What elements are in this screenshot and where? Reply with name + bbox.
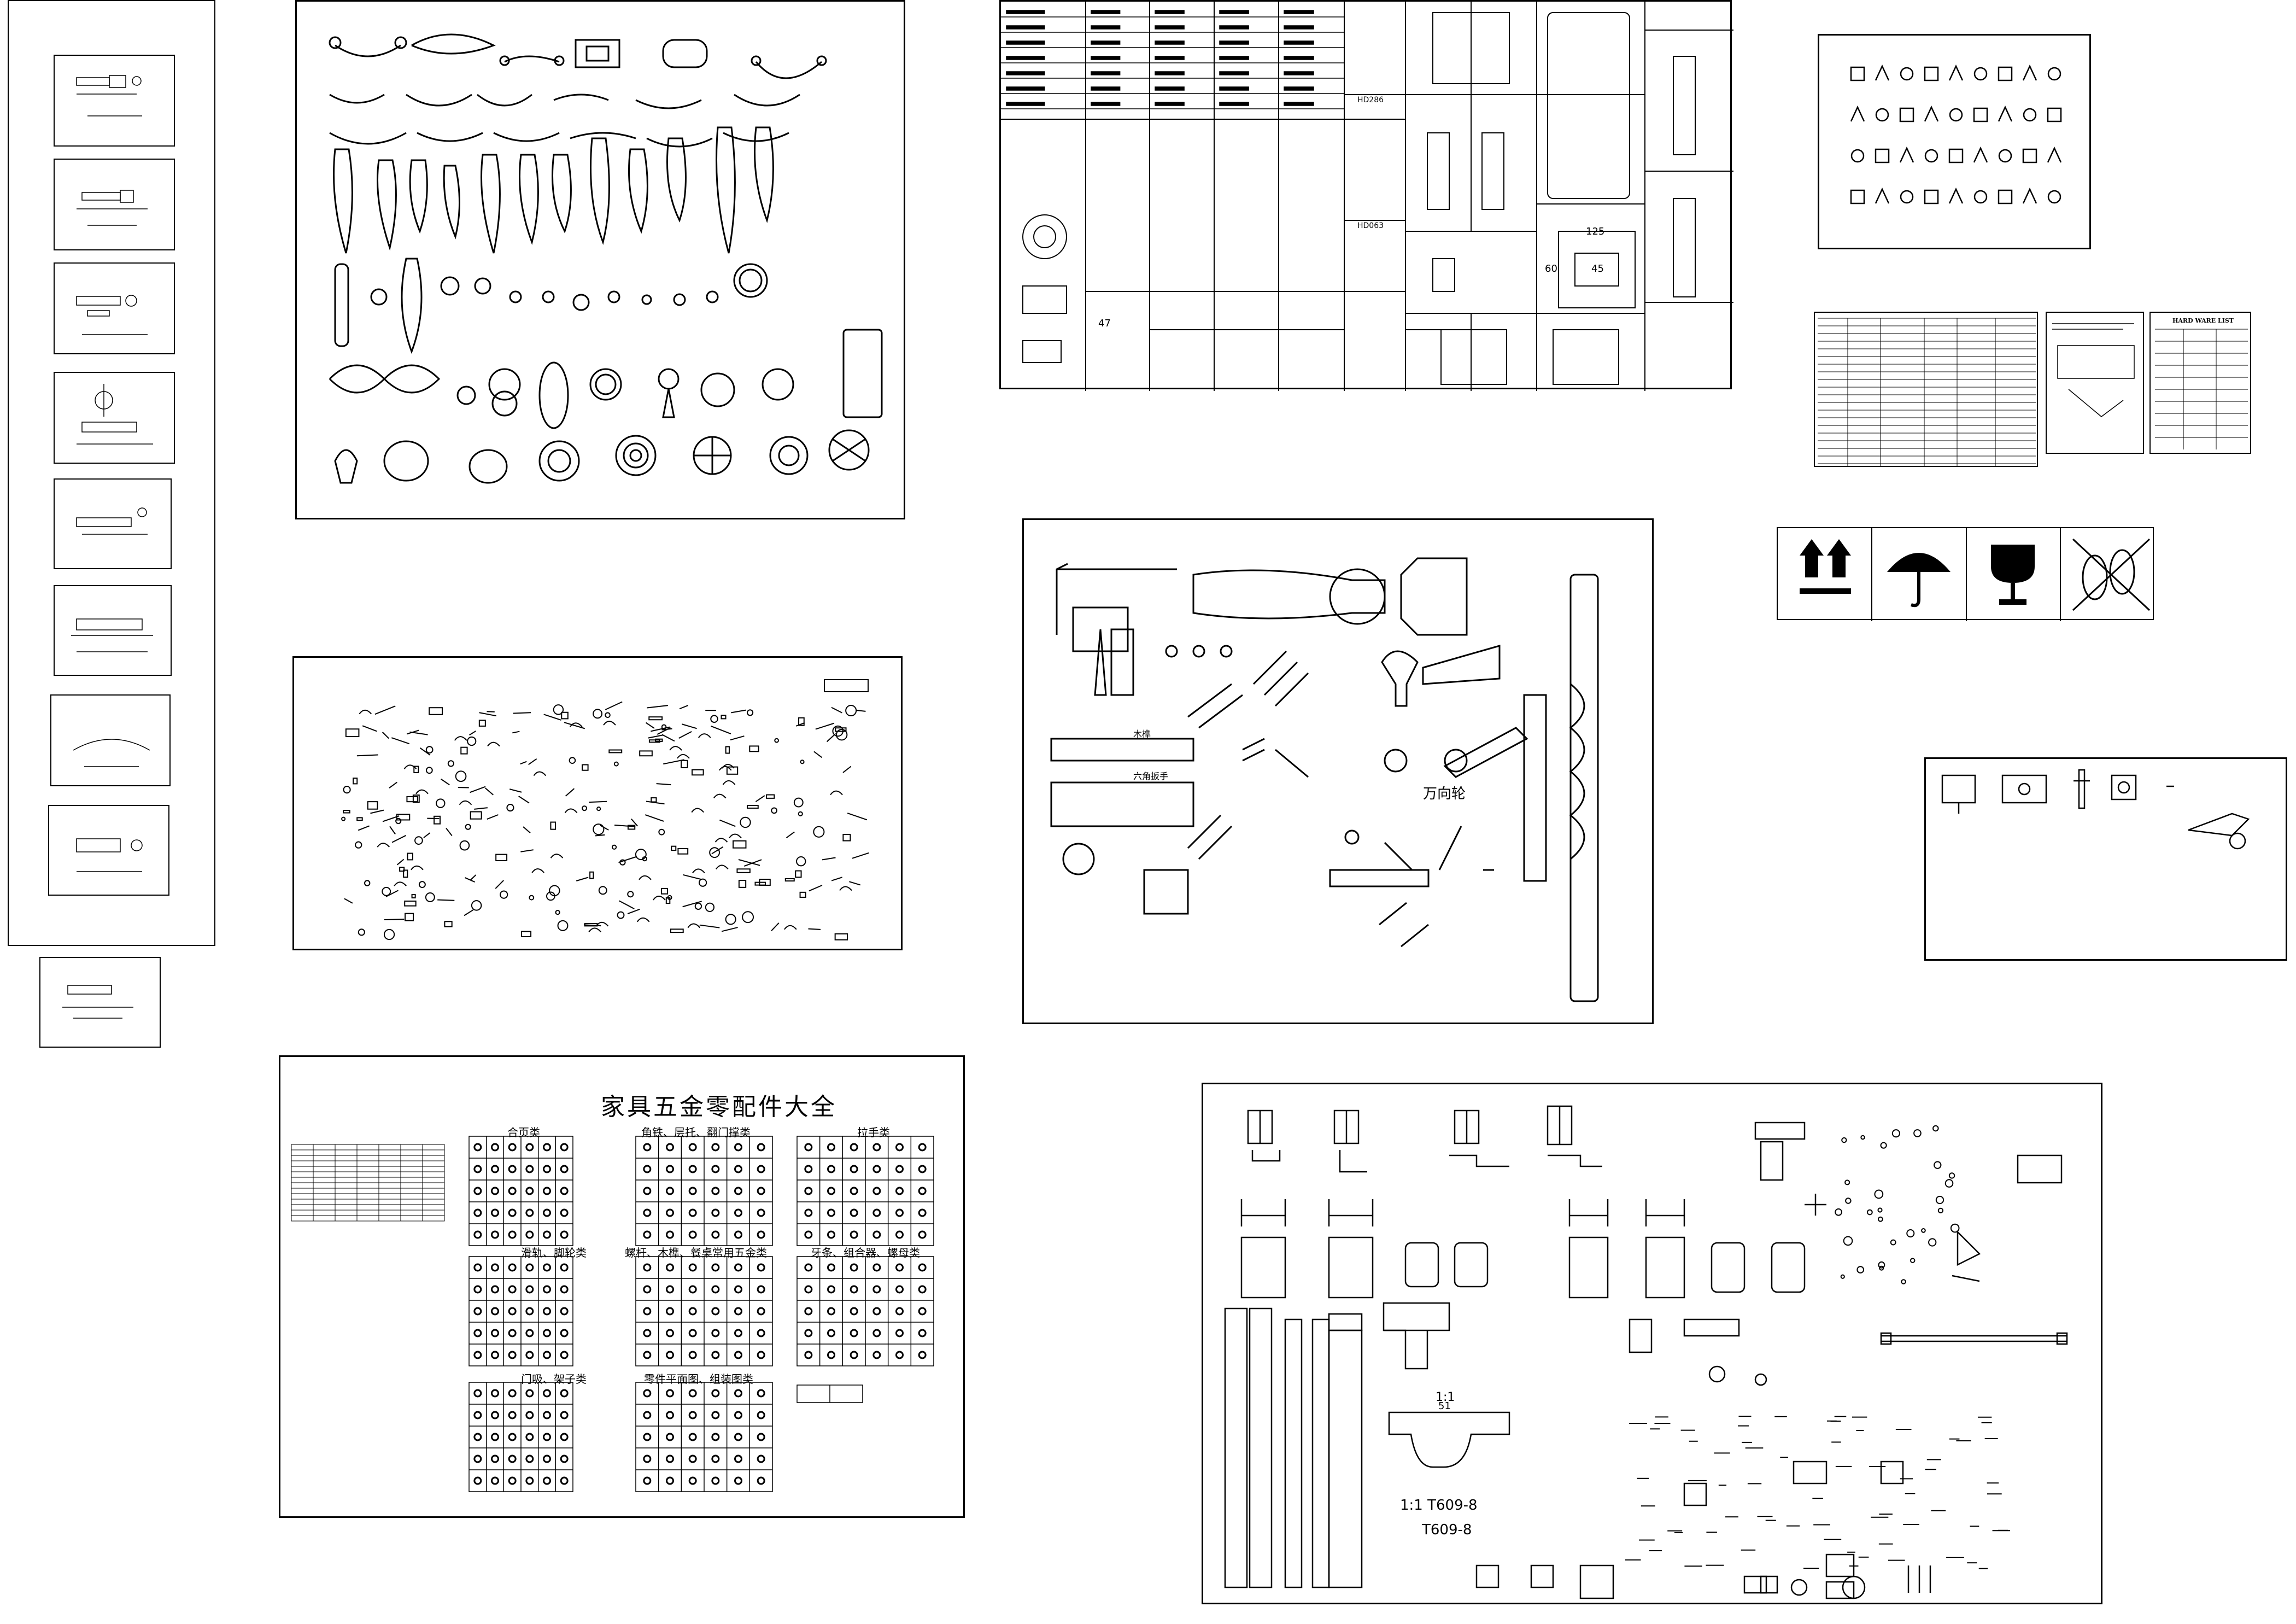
fasteners-sheet[interactable]: 万向轮 木榫 六角扳手 [1022, 518, 1654, 1024]
hardware-list-page-3[interactable]: HARD WARE LIST [2149, 312, 2251, 454]
scale-label: 1:1 [1400, 1497, 1423, 1514]
thumb-sheet-8[interactable] [48, 805, 169, 896]
category-label-slides: 滑轨、脚轮类 [521, 1246, 587, 1259]
dim-label-45: 45 [1591, 263, 1604, 274]
category-label-connectors: 牙条、组合器、螺母类 [811, 1246, 920, 1259]
do-not-step-icon [2072, 538, 2151, 611]
hardware-list-title: HARD WARE LIST [2172, 317, 2234, 324]
handles-sheet[interactable] [295, 0, 905, 519]
category-label-hinges: 合页类 [507, 1126, 540, 1139]
catalogue-sheet[interactable]: 家具五金零配件大全 合页类 角铁、层托、翻门撑类 拉手类 滑轨、脚轮类 螺杆、木… [279, 1055, 965, 1518]
hardware-list-page-1[interactable] [1814, 312, 2038, 467]
label-universal-wheel: 万向轮 [1423, 786, 1466, 802]
fittings-table-sheet[interactable]: 125 60 45 47 HD286 HD063 [999, 0, 1733, 391]
fragile-icon [1991, 545, 2035, 605]
dim-label-125: 125 [1586, 226, 1605, 237]
icons-drawing [1850, 65, 2062, 205]
handles-drawing [329, 33, 883, 484]
thumb-sheet-9[interactable] [39, 957, 161, 1048]
part-code-t609: T609-8 [1427, 1497, 1478, 1514]
thumb-sheet-3[interactable] [54, 262, 175, 354]
dim-label-scale: 1:1 [1436, 1391, 1455, 1404]
part-code-t609-scale: 1:1 T609-8 [1400, 1497, 1478, 1514]
icons-sheet[interactable] [1818, 34, 2091, 249]
hardware-list-page-2[interactable] [2046, 312, 2144, 454]
dim-label-47: 47 [1098, 318, 1111, 329]
thumb-sheet-2[interactable] [54, 159, 175, 250]
thumb-sheet-5[interactable] [54, 478, 172, 569]
dim-label-60: 60 [1545, 263, 1557, 274]
part-code-hd286: HD286 [1357, 96, 1384, 104]
catalogue-title: 家具五金零配件大全 [601, 1093, 837, 1121]
dim-label-51: 51 [1438, 1400, 1451, 1412]
label-dowel: 木榫 [1133, 729, 1151, 739]
left-sheet-column [8, 0, 215, 946]
packaging-symbols-strip [1777, 527, 2154, 621]
this-way-up-icon [1800, 539, 1851, 594]
thumb-sheet-6[interactable] [54, 585, 172, 676]
category-label-drawings: 零件平面图、组装图类 [644, 1372, 753, 1386]
small-parts-sheet[interactable] [292, 656, 903, 950]
thumb-sheet-4[interactable] [54, 372, 175, 464]
thumb-sheet-7[interactable] [50, 694, 171, 786]
category-label-brackets: 角铁、层托、翻门撑类 [641, 1126, 751, 1139]
catalogue-index-table [291, 1144, 445, 1222]
thumb-sheet-1[interactable] [54, 55, 175, 147]
label-hex-key: 六角扳手 [1133, 771, 1169, 781]
assembly-drawing [1224, 1105, 2068, 1599]
category-label-bolts: 螺杆、木榫、餐桌常用五金类 [625, 1246, 767, 1259]
assembly-sheet[interactable]: 1:1 51 1:1 T609-8 T609-8 [1202, 1083, 2102, 1604]
category-label-pulls: 拉手类 [857, 1126, 890, 1139]
hardware-list-table [1818, 318, 2036, 466]
fittings-table-grid [1001, 2, 1733, 391]
category-label-stops: 门吸、架子类 [521, 1372, 587, 1386]
keep-dry-icon [1887, 553, 1951, 607]
small-parts-drawing [341, 679, 869, 940]
part-code-hd063: HD063 [1357, 221, 1384, 230]
part-code-t609-b: T609-8 [1422, 1522, 1472, 1538]
fasteners-drawing [1050, 557, 1599, 1002]
detail-sheet[interactable] [1924, 757, 2287, 961]
detail-drawing [1941, 769, 2250, 850]
